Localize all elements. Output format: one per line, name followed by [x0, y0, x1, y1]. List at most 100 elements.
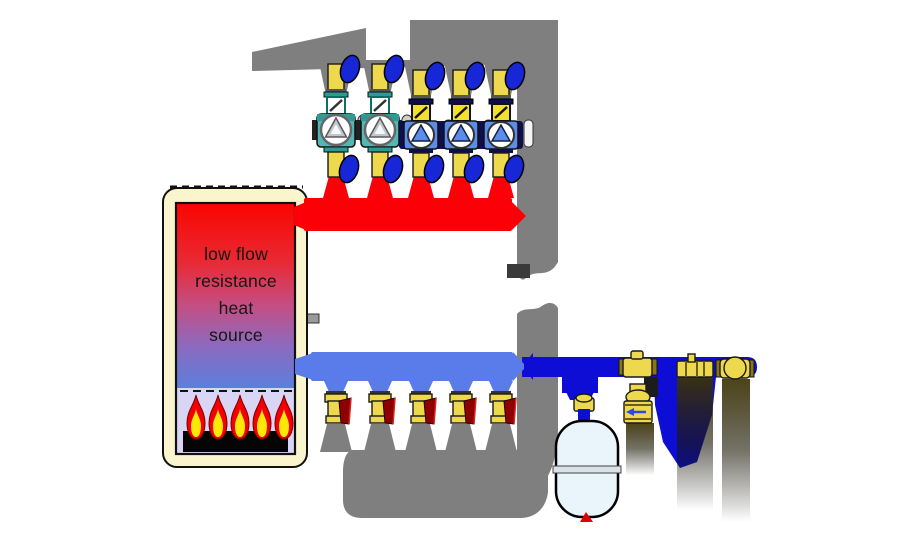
distribution-return-column	[517, 302, 558, 487]
valve-handle-bottom	[338, 154, 360, 184]
tank-tee-drop	[562, 377, 598, 393]
valve-handle-bottom	[503, 154, 525, 184]
check-valve-diagonal	[373, 99, 387, 112]
circulator-pump	[312, 54, 369, 184]
union-check-fitting	[676, 353, 714, 378]
supply-header	[294, 176, 526, 231]
pump-top-flange	[326, 89, 346, 93]
pump-side-nub	[356, 120, 361, 140]
pump-top-flange	[451, 95, 471, 99]
valve-shadow-streak-2	[677, 377, 713, 510]
boiler-label-line-1: low flow	[204, 244, 268, 264]
check-valve-diagonal	[454, 106, 468, 119]
pump-symbol-triangle-inner	[374, 124, 386, 134]
pump-symbol-triangle	[410, 123, 432, 142]
return-drop-flare	[489, 381, 513, 392]
valve-flange	[326, 391, 346, 395]
boiler-return-stub	[295, 353, 313, 380]
return-drop-flare	[449, 381, 473, 392]
burner-flames	[186, 394, 294, 440]
supply-flow-arrow	[512, 202, 526, 230]
expansion-tank	[552, 419, 622, 522]
pump-capsule	[523, 119, 534, 148]
return-branch-pipe	[405, 424, 437, 452]
boiler-label-line-3: heat	[219, 298, 254, 318]
check-valve-diagonal	[414, 106, 428, 119]
valve-handle-edge	[473, 397, 477, 425]
circulator-pump	[479, 61, 534, 184]
air-purger	[623, 383, 653, 424]
valve-handle-edge	[513, 397, 517, 425]
valve-body	[622, 357, 653, 378]
valve-handle-top	[383, 54, 405, 84]
valve-flange	[651, 358, 658, 376]
tank-seam	[552, 465, 622, 474]
flame-inner	[191, 409, 201, 437]
pump-symbol-triangle	[490, 123, 512, 142]
valve-handle-edge	[392, 397, 396, 425]
flame	[230, 394, 250, 440]
flame-inner	[279, 409, 289, 437]
distribution-top-mass	[252, 20, 558, 280]
distribution-bottom-mass	[343, 450, 548, 518]
pipe-break-shadow	[507, 264, 530, 278]
valve-flange	[411, 391, 431, 395]
boiler-water-volume	[177, 204, 294, 388]
boiler-label-line-2: resistance	[195, 271, 277, 291]
flame	[252, 394, 272, 440]
flame-inner	[257, 409, 267, 437]
return-branch-pipe	[320, 424, 352, 452]
check-valve-diagonal	[494, 106, 508, 119]
pump-symbol-triangle	[450, 123, 472, 142]
ball-valve-2	[715, 356, 755, 380]
flame	[186, 394, 206, 440]
pump-flange	[449, 149, 473, 153]
return-isolation-valve	[489, 391, 517, 425]
return-manifold	[311, 352, 513, 381]
valve-handle-top	[424, 61, 446, 91]
flame-inner	[213, 409, 223, 437]
circulator-pump-bank	[312, 54, 534, 184]
tank-air-valve-cap	[580, 512, 593, 522]
return-branch-pipe	[485, 424, 517, 452]
return-branch-pipe	[445, 424, 477, 452]
valve-handle-bottom	[423, 154, 445, 184]
boiler-label: low flow resistance heat source	[195, 244, 277, 345]
pump-top-flange	[370, 89, 390, 93]
return-drop-flares	[324, 381, 513, 392]
pump-flange	[323, 146, 349, 153]
return-header	[295, 352, 513, 392]
valve-flange	[370, 391, 390, 395]
valve-flange	[451, 391, 471, 395]
pump-flange	[409, 149, 433, 153]
valve-handle-top	[339, 54, 361, 84]
return-isolation-valve	[324, 391, 352, 425]
valve-shadow-streak-3	[722, 379, 750, 522]
valve-handle-top	[464, 61, 486, 91]
union-stem	[687, 353, 696, 363]
flow-arrow-head	[626, 408, 634, 416]
boiler-inner-outline	[174, 201, 297, 456]
boiler-label-line-4: source	[209, 325, 263, 345]
ball-valve-1	[618, 350, 658, 397]
heat-source-boiler: low flow resistance heat source	[162, 185, 308, 468]
pump-flange	[367, 146, 393, 153]
return-piping-run	[513, 350, 757, 522]
valve-handle-edge	[348, 397, 352, 425]
pump-top-flange	[411, 95, 431, 99]
valve-handle-bottom	[463, 154, 485, 184]
return-branch-pipe	[364, 424, 396, 452]
return-isolation-valve	[368, 391, 396, 425]
flame	[274, 394, 294, 440]
flame-inner	[235, 409, 245, 437]
return-drop-flare	[409, 381, 433, 392]
tank-fitting-cap	[575, 393, 593, 403]
return-isolation-valve	[449, 391, 477, 425]
pump-flange	[489, 149, 513, 153]
union-body	[676, 360, 714, 378]
circulator-pump	[356, 54, 413, 184]
pump-top-flange	[491, 95, 511, 99]
return-drop-flare	[368, 381, 392, 392]
